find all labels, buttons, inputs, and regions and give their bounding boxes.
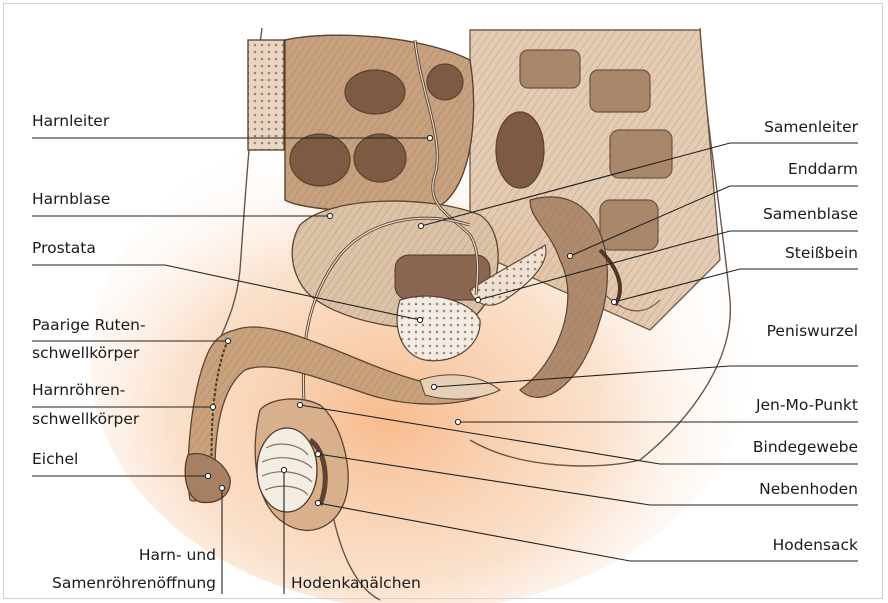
label-steissbein: Steißbein <box>650 244 858 262</box>
label-prostata: Prostata <box>32 239 96 257</box>
label-harnblase: Harnblase <box>32 190 110 208</box>
label-oeffnung-2: Samenröhrenöffnung <box>4 574 216 592</box>
label-peniswurzel: Peniswurzel <box>650 322 858 340</box>
label-ruten-1: Paarige Ruten- <box>32 316 146 334</box>
label-samenleiter: Samenleiter <box>650 118 858 136</box>
label-harnroehren-2: schwellkörper <box>32 410 139 428</box>
label-nebenhoden: Nebenhoden <box>650 480 858 498</box>
label-samenblase: Samenblase <box>650 205 858 223</box>
label-hodensack: Hodensack <box>650 536 858 554</box>
label-bindegewebe: Bindegewebe <box>650 438 858 456</box>
label-harnleiter: Harnleiter <box>32 112 109 130</box>
label-harnroehren-1: Harnröhren- <box>32 381 125 399</box>
label-enddarm: Enddarm <box>650 160 858 178</box>
label-eichel: Eichel <box>32 450 78 468</box>
label-hodenkanaelchen: Hodenkanälchen <box>291 574 421 592</box>
label-oeffnung-1: Harn- und <box>60 546 216 564</box>
label-ruten-2: schwellkörper <box>32 344 139 362</box>
label-jen-mo-punkt: Jen-Mo-Punkt <box>650 396 858 414</box>
